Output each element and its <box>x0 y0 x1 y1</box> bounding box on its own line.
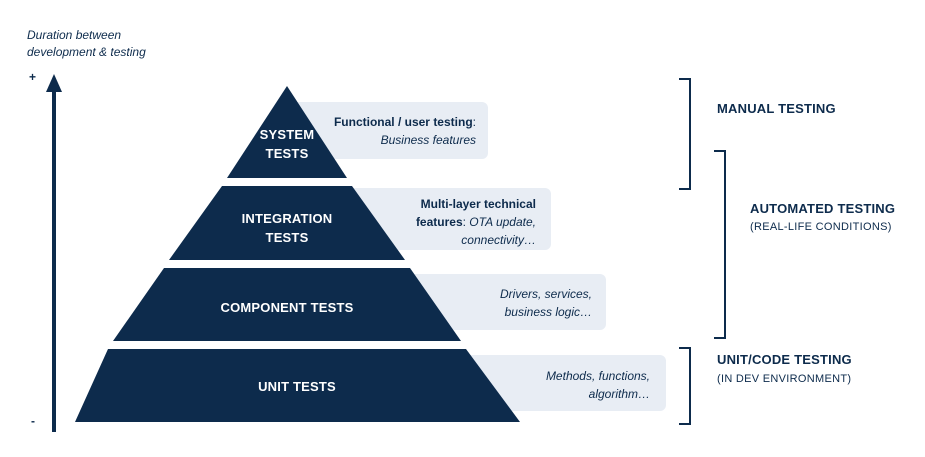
tier-component-label: COMPONENT TESTS <box>220 300 354 315</box>
desc-component-line2: business logic… <box>504 305 592 319</box>
tier-component <box>113 268 461 341</box>
box-integration <box>345 188 551 250</box>
tier-unit-label: UNIT TESTS <box>258 379 336 394</box>
desc-unit: Methods, functions, algorithm… <box>440 367 650 403</box>
axis-plus-label: + <box>29 70 37 84</box>
desc-integration-italic-line3: connectivity… <box>461 233 536 247</box>
bracket-unit <box>679 347 691 425</box>
axis-title: Duration between development & testing <box>27 27 146 61</box>
tier-system-label-line2: TESTS <box>265 146 309 161</box>
desc-integration-bold-line2: features <box>415 215 463 229</box>
tier-system-label: SYSTEM TESTS <box>227 125 347 163</box>
tier-system-label-line1: SYSTEM <box>259 127 315 142</box>
desc-system-italic: Business features <box>380 133 476 147</box>
category-automated-title: AUTOMATED TESTING <box>750 201 896 216</box>
axis-minus-label: - <box>31 414 35 428</box>
tier-integration-label-line1: INTEGRATION <box>241 211 333 226</box>
desc-integration-italic-line2: OTA update, <box>469 215 536 229</box>
category-automated-subtitle: (REAL-LIFE CONDITIONS) <box>750 221 892 233</box>
desc-system: Functional / user testing: Business feat… <box>296 113 476 149</box>
desc-unit-line1: Methods, functions, <box>545 369 650 383</box>
axis-title-line1: Duration between <box>27 28 122 42</box>
desc-component-line1: Drivers, services, <box>499 287 592 301</box>
tier-integration <box>169 186 405 260</box>
axis-arrow-head <box>46 74 62 92</box>
category-unit-subtitle: (IN DEV ENVIRONMENT) <box>717 373 852 385</box>
desc-integration: Multi-layer technical features: OTA upda… <box>350 195 536 249</box>
tier-system <box>227 86 347 178</box>
axis-title-line2: development & testing <box>27 45 146 59</box>
category-manual-title: MANUAL TESTING <box>717 101 836 116</box>
tier-unit <box>75 349 520 422</box>
category-unit-title: UNIT/CODE TESTING <box>717 352 852 367</box>
tier-integration-label: INTEGRATION TESTS <box>187 209 387 247</box>
desc-integration-sep: : <box>462 215 470 229</box>
desc-component: Drivers, services, business logic… <box>400 285 592 321</box>
bracket-automated <box>714 150 726 339</box>
desc-integration-bold-line1: Multi-layer technical <box>420 197 536 211</box>
desc-system-bold: Functional / user testing <box>333 115 473 129</box>
desc-unit-line2: algorithm… <box>588 387 650 401</box>
box-system <box>292 102 488 159</box>
desc-system-sep: : <box>472 115 476 129</box>
tier-integration-label-line2: TESTS <box>265 230 309 245</box>
bracket-manual <box>679 78 691 190</box>
